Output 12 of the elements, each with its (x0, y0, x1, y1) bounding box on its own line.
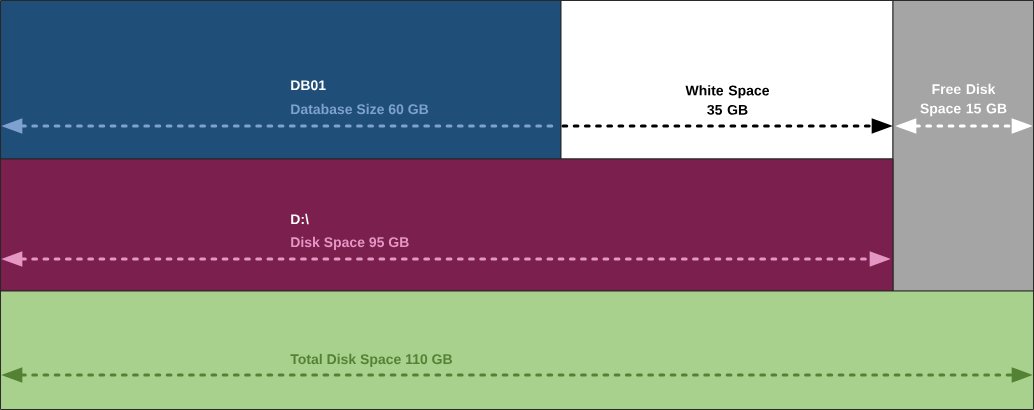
size-label: Database Size 60 GB (291, 103, 429, 115)
stacked-block (0, 290, 1034, 410)
stacked-block (0, 158, 894, 292)
size-label: White Space 35 GB (685, 85, 769, 115)
size-label: Total Disk Space 110 GB (290, 353, 452, 367)
block-title: D:\ (291, 213, 309, 225)
stacked-block (892, 0, 1034, 292)
size-label: Disk Space 95 GB (291, 236, 409, 250)
stacked-block (0, 0, 562, 160)
size-label: Free Disk Space 15 GB (920, 83, 1007, 117)
stacked-block (560, 0, 894, 160)
block-title: DB01 (291, 80, 326, 91)
